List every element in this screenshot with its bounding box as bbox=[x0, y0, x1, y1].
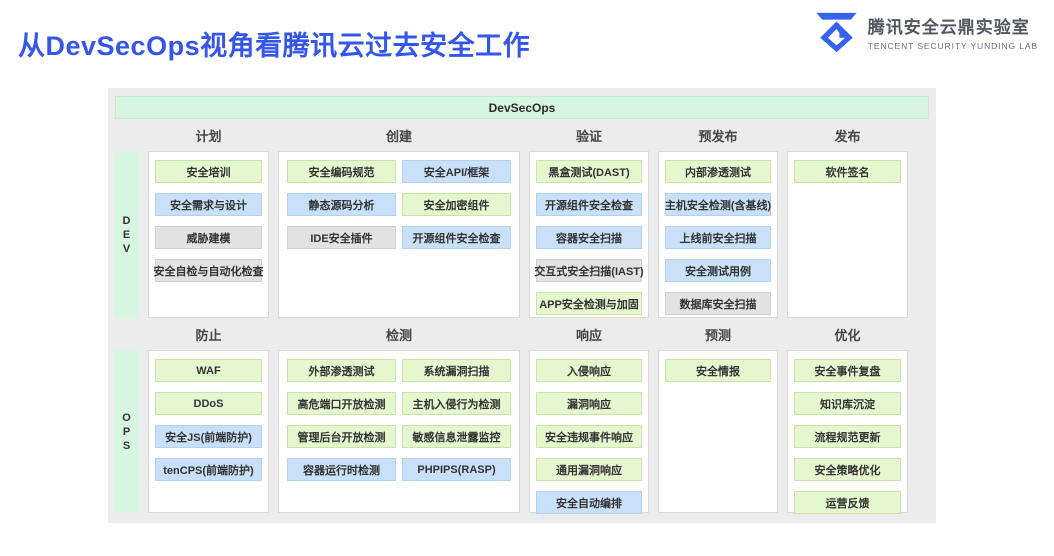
column-panel: 安全培训安全需求与设计威胁建模安全自检与自动化检查 bbox=[148, 151, 269, 318]
column-ops-4: 优化安全事件复盘知识库沉淀流程规范更新安全策略优化运营反馈 bbox=[787, 318, 908, 514]
column-dev-3: 预发布内部渗透测试主机安全检测(含基线) 上线前安全扫描安全测试用例数据库安全扫描 bbox=[658, 119, 778, 318]
column-header: 发布 bbox=[834, 128, 861, 144]
column-header: 优化 bbox=[834, 327, 861, 343]
item-box: 安全自动编排 bbox=[536, 491, 642, 514]
item-box: 安全加密组件 bbox=[402, 193, 511, 216]
item-box: 主机安全检测(含基线) bbox=[665, 193, 771, 216]
side-label-letter: V bbox=[122, 242, 131, 255]
item-box: DDoS bbox=[155, 392, 262, 415]
item-box: 管理后台开放检测 bbox=[287, 425, 396, 448]
item-box: 内部渗透测试 bbox=[665, 160, 771, 183]
column-header: 计划 bbox=[195, 128, 222, 144]
item-box: 软件签名 bbox=[794, 160, 901, 183]
item-box: 容器安全扫描 bbox=[536, 226, 642, 249]
logo-name: 腾讯安全云鼎实验室 bbox=[867, 18, 1030, 37]
column-ops-2: 响应入侵响应漏洞响应安全违规事件响应通用漏洞响应安全自动编排 bbox=[529, 318, 649, 514]
column-panel: 外部渗透测试系统漏洞扫描高危端口开放检测主机入侵行为检测管理后台开放检测敏感信息… bbox=[278, 350, 520, 513]
item-box: IDE安全插件 bbox=[287, 226, 396, 249]
item-box: 黑盒测试(DAST) bbox=[536, 160, 642, 183]
item-box: 系统漏洞扫描 bbox=[402, 359, 511, 382]
column-panel: 内部渗透测试主机安全检测(含基线) 上线前安全扫描安全测试用例数据库安全扫描 bbox=[658, 151, 778, 318]
side-label-letter: P bbox=[122, 425, 131, 438]
side-label-letter: E bbox=[122, 228, 131, 241]
item-box: 交互式安全扫描(IAST) bbox=[534, 259, 644, 282]
item-box: 开源组件安全检查 bbox=[536, 193, 642, 216]
column-dev-4: 发布软件签名 bbox=[787, 119, 908, 318]
item-box: WAF bbox=[155, 359, 262, 382]
item-box: 外部渗透测试 bbox=[287, 359, 396, 382]
item-box: 静态源码分析 bbox=[287, 193, 396, 216]
item-box: 安全编码规范 bbox=[287, 160, 396, 183]
item-box: 安全策略优化 bbox=[794, 458, 901, 481]
side-label-letter: O bbox=[122, 411, 131, 424]
item-box: 安全测试用例 bbox=[665, 259, 771, 282]
item-box: 开源组件安全检查 bbox=[402, 226, 511, 249]
item-box: 威胁建模 bbox=[155, 226, 262, 249]
item-box: 漏洞响应 bbox=[536, 392, 642, 415]
item-box: 容器运行时检测 bbox=[287, 458, 396, 481]
item-box: 安全培训 bbox=[155, 160, 262, 183]
column-header: 创建 bbox=[385, 128, 412, 144]
column-dev-2: 验证黑盒测试(DAST) 开源组件安全检查容器安全扫描交互式安全扫描(IAST) A… bbox=[529, 119, 649, 318]
column-ops-0: 防止 WAF DDoS 安全JS(前端防护) tenCPS(前端防护) bbox=[148, 318, 269, 513]
item-box: 安全需求与设计 bbox=[155, 193, 262, 216]
item-box: 安全JS(前端防护) bbox=[155, 425, 262, 448]
item-box: 知识库沉淀 bbox=[794, 392, 901, 415]
item-box: 安全违规事件响应 bbox=[536, 425, 642, 448]
item-box: 流程规范更新 bbox=[794, 425, 901, 448]
logo-text-block: 腾讯安全云鼎实验室 TENCENT SECURITY YUNDING LAB bbox=[868, 13, 1038, 51]
column-dev-0: 计划安全培训安全需求与设计威胁建模安全自检与自动化检查 bbox=[148, 119, 269, 318]
yunding-lab-logo: 腾讯安全云鼎实验室 TENCENT SECURITY YUNDING LAB bbox=[813, 10, 1038, 54]
column-header: 预测 bbox=[704, 327, 731, 343]
column-panel: 入侵响应漏洞响应安全违规事件响应通用漏洞响应安全自动编排 bbox=[529, 350, 649, 514]
column-dev-1: 创建安全编码规范安全API/框架静态源码分析安全加密组件 IDE安全插件开源组件安… bbox=[278, 119, 520, 318]
item-box: 高危端口开放检测 bbox=[287, 392, 396, 415]
devsecops-banner: DevSecOps bbox=[115, 96, 929, 119]
item-box: tenCPS(前端防护) bbox=[155, 458, 262, 481]
item-box: PHPIPS(RASP) bbox=[402, 458, 511, 481]
item-box: APP安全检测与加固 bbox=[536, 292, 642, 315]
column-panel: 安全事件复盘知识库沉淀流程规范更新安全策略优化运营反馈 bbox=[787, 350, 908, 514]
item-box: 上线前安全扫描 bbox=[665, 226, 771, 249]
column-ops-3: 预测安全情报 bbox=[658, 318, 778, 513]
item-box: 安全情报 bbox=[665, 359, 771, 382]
item-box: 安全API/框架 bbox=[402, 160, 511, 183]
item-box: 数据库安全扫描 bbox=[665, 292, 771, 315]
column-panel: 安全编码规范安全API/框架静态源码分析安全加密组件 IDE安全插件开源组件安全检… bbox=[278, 151, 520, 318]
side-label-letter: D bbox=[122, 214, 131, 227]
column-panel: 软件签名 bbox=[787, 151, 908, 318]
side-label-letter: S bbox=[122, 439, 131, 452]
column-header: 验证 bbox=[575, 128, 602, 144]
column-panel: 安全情报 bbox=[658, 350, 778, 513]
logo-subtitle: TENCENT SECURITY YUNDING LAB bbox=[867, 41, 1038, 51]
item-box: 运营反馈 bbox=[794, 491, 901, 514]
column-panel: WAF DDoS 安全JS(前端防护) tenCPS(前端防护) bbox=[148, 350, 269, 513]
page-title: 从DevSecOps视角看腾讯云过去安全工作 bbox=[18, 31, 531, 61]
item-box: 安全事件复盘 bbox=[794, 359, 901, 382]
column-header: 响应 bbox=[575, 327, 602, 343]
item-box: 敏感信息泄露监控 bbox=[402, 425, 511, 448]
column-ops-1: 检测外部渗透测试系统漏洞扫描高危端口开放检测主机入侵行为检测管理后台开放检测敏感… bbox=[278, 318, 520, 513]
item-box: 主机入侵行为检测 bbox=[402, 392, 511, 415]
item-box: 入侵响应 bbox=[536, 359, 642, 382]
yunding-lab-logo-icon bbox=[816, 12, 857, 53]
column-header: 防止 bbox=[195, 327, 222, 343]
column-panel: 黑盒测试(DAST) 开源组件安全检查容器安全扫描交互式安全扫描(IAST) APP… bbox=[529, 151, 649, 318]
item-box: 安全自检与自动化检查 bbox=[154, 259, 264, 282]
column-header: 检测 bbox=[385, 327, 412, 343]
item-box: 通用漏洞响应 bbox=[536, 458, 642, 481]
column-header: 预发布 bbox=[698, 128, 738, 144]
